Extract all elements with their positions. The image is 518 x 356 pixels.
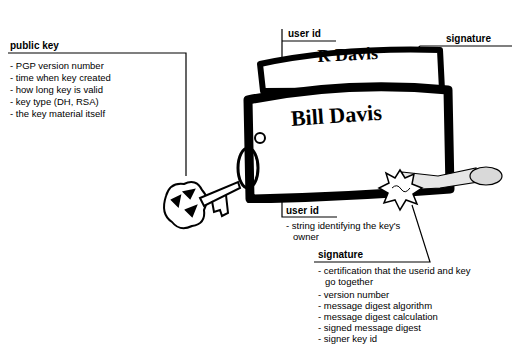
section-heading: user id: [288, 28, 321, 39]
key-shaft: [200, 182, 240, 206]
seal-scribble: [392, 186, 410, 192]
section-heading: signature: [446, 33, 491, 44]
tag-text-box: R Davis: [317, 43, 379, 67]
field-note: - signer key id: [318, 333, 377, 344]
field-note: - version number: [318, 289, 389, 300]
section-heading: user id: [286, 205, 319, 216]
field-note: - string identifying the key's owner: [286, 220, 411, 242]
owner-name: R Davis: [317, 43, 379, 67]
leader-line: [314, 205, 430, 262]
section-heading: signature: [318, 249, 363, 260]
field-note: - certification that the userid and key …: [318, 265, 473, 287]
key-teeth: [212, 195, 228, 216]
field-note: - time when key created: [10, 72, 111, 83]
field-note: - key type (DH, RSA): [10, 96, 99, 107]
field-note: - the key material itself: [10, 108, 105, 119]
field-note: - PGP version number: [10, 60, 104, 71]
field-note: - signed message digest: [318, 322, 421, 333]
field-note: - message digest calculation: [318, 311, 438, 322]
field-note: - message digest algorithm: [318, 300, 432, 311]
key-bow: [164, 182, 207, 228]
field-note: - how long key is valid: [10, 84, 103, 95]
small-key-tag: [470, 167, 502, 185]
signature-seal: [379, 170, 422, 210]
section-heading: public key: [10, 40, 59, 51]
tag-hole: [255, 133, 265, 143]
key-ring: [238, 148, 258, 188]
key-illustration: [164, 182, 240, 228]
leader-line: [8, 53, 186, 176]
key-bow-holes: [172, 190, 196, 216]
